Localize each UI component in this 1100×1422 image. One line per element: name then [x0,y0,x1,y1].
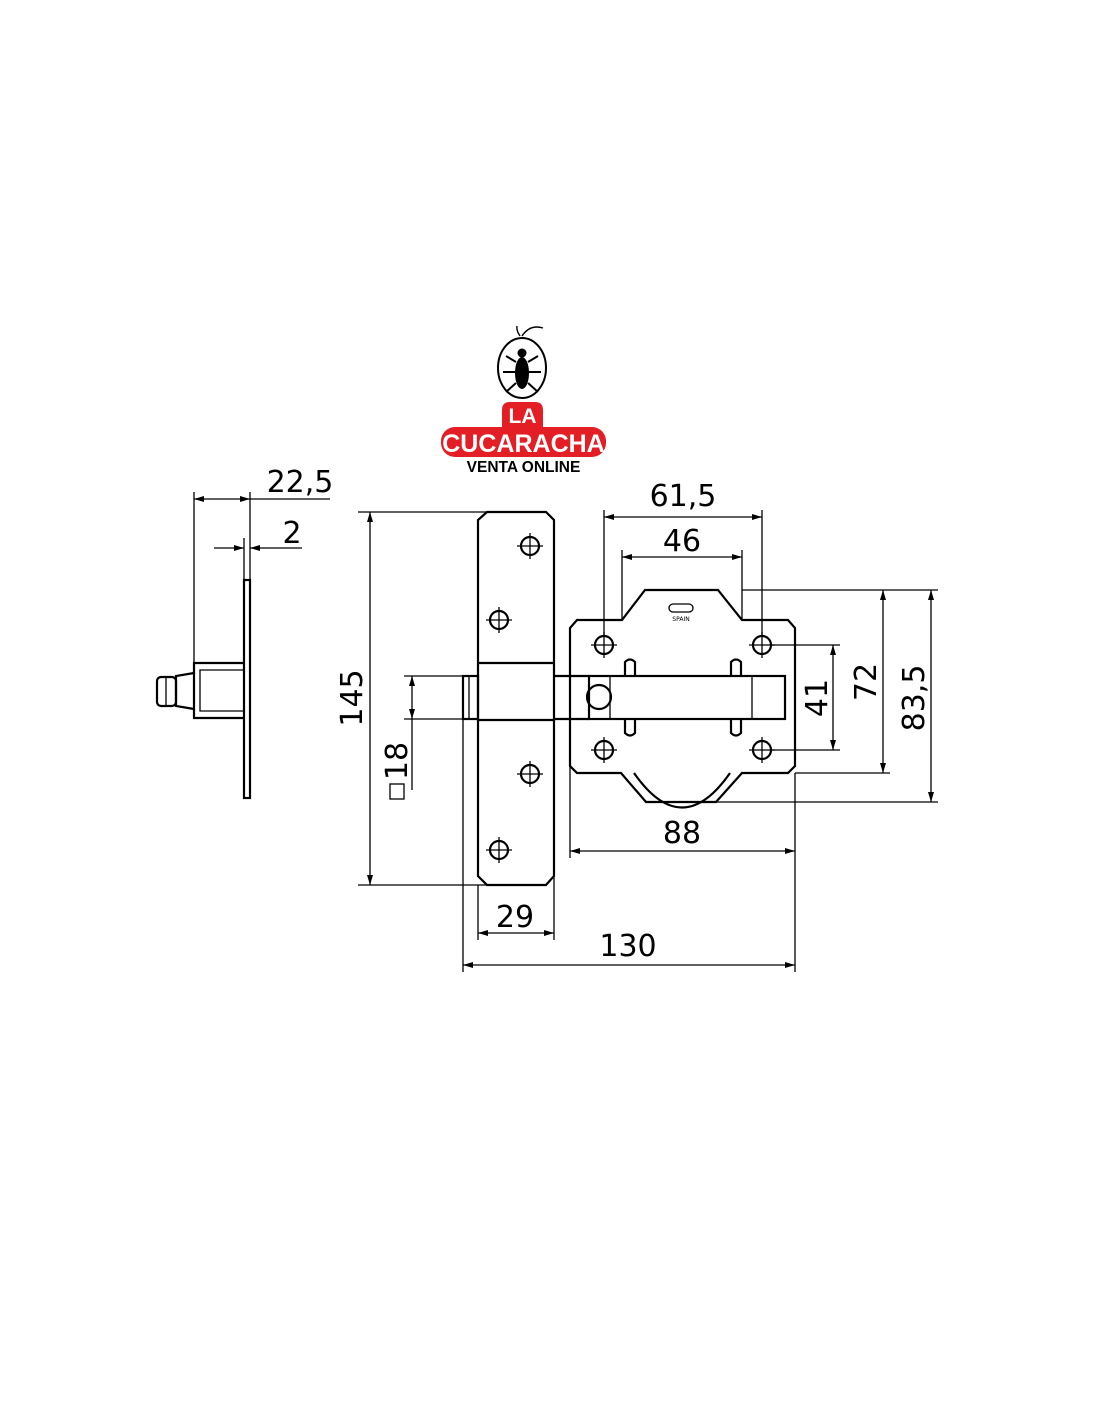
keeper-arch [633,772,731,809]
mounting-hole [486,607,512,633]
dimension-label-overall-length: 130 [599,929,656,964]
dimension-label-keeper-height-inner: 72 [849,663,884,701]
dimension-label-keeper-width: 88 [663,816,701,851]
keeper-outline [568,588,797,804]
dimension-label-plate-width: 29 [496,900,534,935]
dimension-hole-spacing-outer: 61,5 [603,479,763,636]
side-view: 22,5 2 [155,465,334,800]
logo-badge-top [502,402,543,428]
front-view-bolt [554,674,589,721]
bolt-plate-outline [476,510,556,887]
dimension-label-keeper-height-outer: 83,5 [897,665,932,732]
cockroach-icon [497,325,547,399]
keeper-maker-label: SPAIN [672,616,689,623]
dimension-keeper-width: 88 [569,766,795,858]
front-view-bolt-plate [461,510,556,887]
logo-line-2: CUCARACHA [442,430,605,458]
dimension-label-bolt-square: 18 [380,742,415,780]
dimension-label-side-depth: 22,5 [267,465,334,500]
dimension-plate-height: 145 [335,511,487,886]
dimension-hole-spacing-inner: 46 [621,524,743,620]
side-bolt-housing [192,661,244,720]
dimension-hole-vertical-spacing: 41 [771,644,840,751]
mounting-hole [486,837,512,863]
dimension-label-hole-spacing-outer: 61,5 [650,479,717,514]
dimension-bolt-square: 18 [380,675,463,800]
side-mounting-plate [242,578,252,800]
dimension-label-plate-height: 145 [335,669,370,726]
dimension-keeper-height-inner: 72 [742,589,890,774]
dimension-overall-length: 130 [462,719,796,972]
dimension-label-hole-vertical-spacing: 41 [800,679,835,717]
dimension-keeper-height-outer: 83,5 [712,589,938,803]
dimension-side-thickness: 2 [214,516,302,580]
mounting-hole [591,737,617,763]
dimension-label-side-thickness: 2 [282,516,301,551]
mounting-hole [517,533,543,559]
logo-line-3: VENTA ONLINE [467,459,581,476]
dimension-side-depth: 22,5 [193,465,334,663]
bolt-end-stub [461,674,480,721]
logo-line-1: LA [509,405,537,428]
dimension-plate-width: 29 [477,876,555,940]
mounting-hole [517,761,543,787]
logo-badge-main [441,427,606,457]
side-bolt-housing-inner [199,669,244,712]
square-symbol-icon [389,783,405,800]
keeper-bolt-knob [585,683,613,711]
brand-logo: LA CUCARACHA VENTA ONLINE [441,325,606,476]
keeper-maker-mark: SPAIN [668,603,694,623]
keeper-bolt-channel [587,674,787,721]
side-bolt-knob [174,671,195,711]
dimension-label-hole-spacing-inner: 46 [663,524,701,559]
